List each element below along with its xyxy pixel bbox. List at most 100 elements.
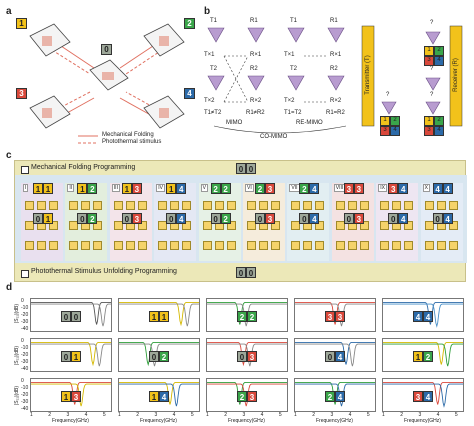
module-tile [315, 201, 325, 210]
module-tile [25, 241, 34, 250]
panel-label-b: b [204, 6, 211, 17]
remimo-cond2: R1=R2 [326, 110, 345, 116]
x-tick-label: 4 [348, 412, 352, 418]
remimo-tx2: T×2 [284, 98, 295, 104]
x-tick-label: 2 [312, 412, 315, 418]
cfg-tile: 4 [434, 56, 444, 66]
config-block-top: 1 2 3 4 [424, 46, 444, 66]
cfg-tile: 3 [380, 126, 390, 136]
series-line [295, 341, 375, 365]
top-checkbox-icon [21, 166, 29, 174]
remimo-name: RE-MIMO [296, 120, 323, 126]
module-tile [335, 221, 345, 230]
module-tile [271, 201, 280, 210]
module-tile [158, 221, 168, 230]
module-tile [214, 201, 224, 210]
module-tile [347, 201, 357, 210]
state-tag-2: 2 [184, 18, 195, 29]
mimo-r1: R1 [250, 18, 258, 24]
module-tile [81, 201, 91, 210]
module-tile [259, 201, 268, 210]
column-numeral: I [23, 184, 29, 192]
series-line [207, 301, 287, 325]
module-tile [137, 221, 147, 230]
module-tile [182, 201, 192, 210]
module-tile [182, 221, 192, 230]
mimo-rx2: R×2 [250, 98, 262, 104]
module-tile [303, 241, 313, 250]
panel-label-d: d [6, 282, 13, 293]
remimo-cond: T1=T2 [284, 110, 302, 116]
bottom-state-badge: 0 0 [236, 267, 256, 278]
cfg-tile: 4 [434, 126, 444, 136]
module-tile [291, 221, 301, 230]
module-tile [315, 221, 325, 230]
cfg-tile: 2 [390, 116, 400, 126]
series-line [119, 383, 199, 407]
x-tick-label: 5 [366, 412, 370, 418]
series-line [31, 381, 111, 405]
state-digit: 4 [159, 391, 169, 402]
state-digit: 0 [77, 213, 88, 224]
state-tag-4: 4 [184, 88, 195, 99]
module-tile [25, 201, 34, 210]
module-tile [315, 241, 325, 250]
x-tick-label: 3 [66, 412, 70, 418]
state-digit: 3 [325, 311, 335, 322]
y-tick-label: 0 [21, 298, 24, 304]
series-line [383, 341, 463, 365]
module-tile [81, 241, 91, 250]
unknown-mid: ? [430, 66, 434, 72]
remimo-rx2: R×2 [330, 98, 342, 104]
column-numeral: V [200, 184, 208, 192]
cfg-tile: 2 [434, 46, 444, 56]
state-digit: 4 [432, 183, 443, 194]
module-tile [347, 241, 357, 250]
module-tile [291, 201, 301, 210]
state-digit: 0 [33, 213, 43, 224]
series-line [119, 381, 199, 405]
module-tile [37, 201, 46, 210]
state-digit: 0 [255, 213, 265, 224]
state-digit: 2 [255, 183, 265, 194]
module-tile [202, 201, 212, 210]
column-numeral: X [422, 184, 430, 192]
state-digit: 3 [265, 213, 275, 224]
series-line [383, 343, 463, 367]
module-tile [380, 221, 390, 230]
x-tick-label: 1 [206, 412, 209, 418]
state-digit: 0 [149, 351, 159, 362]
module-tile [359, 201, 369, 210]
unknown-right: ? [430, 92, 434, 98]
state-digit: 0 [236, 163, 246, 174]
x-axis-title: Frequency(GHz) [316, 418, 353, 424]
remimo-r1: R1 [330, 18, 338, 24]
y-tick-label: -20 [21, 392, 29, 398]
state-digit: 4 [398, 183, 409, 194]
remimo-r2: R2 [330, 66, 338, 72]
cfg-tile: 1 [424, 46, 434, 56]
state-digit: 1 [413, 351, 423, 362]
